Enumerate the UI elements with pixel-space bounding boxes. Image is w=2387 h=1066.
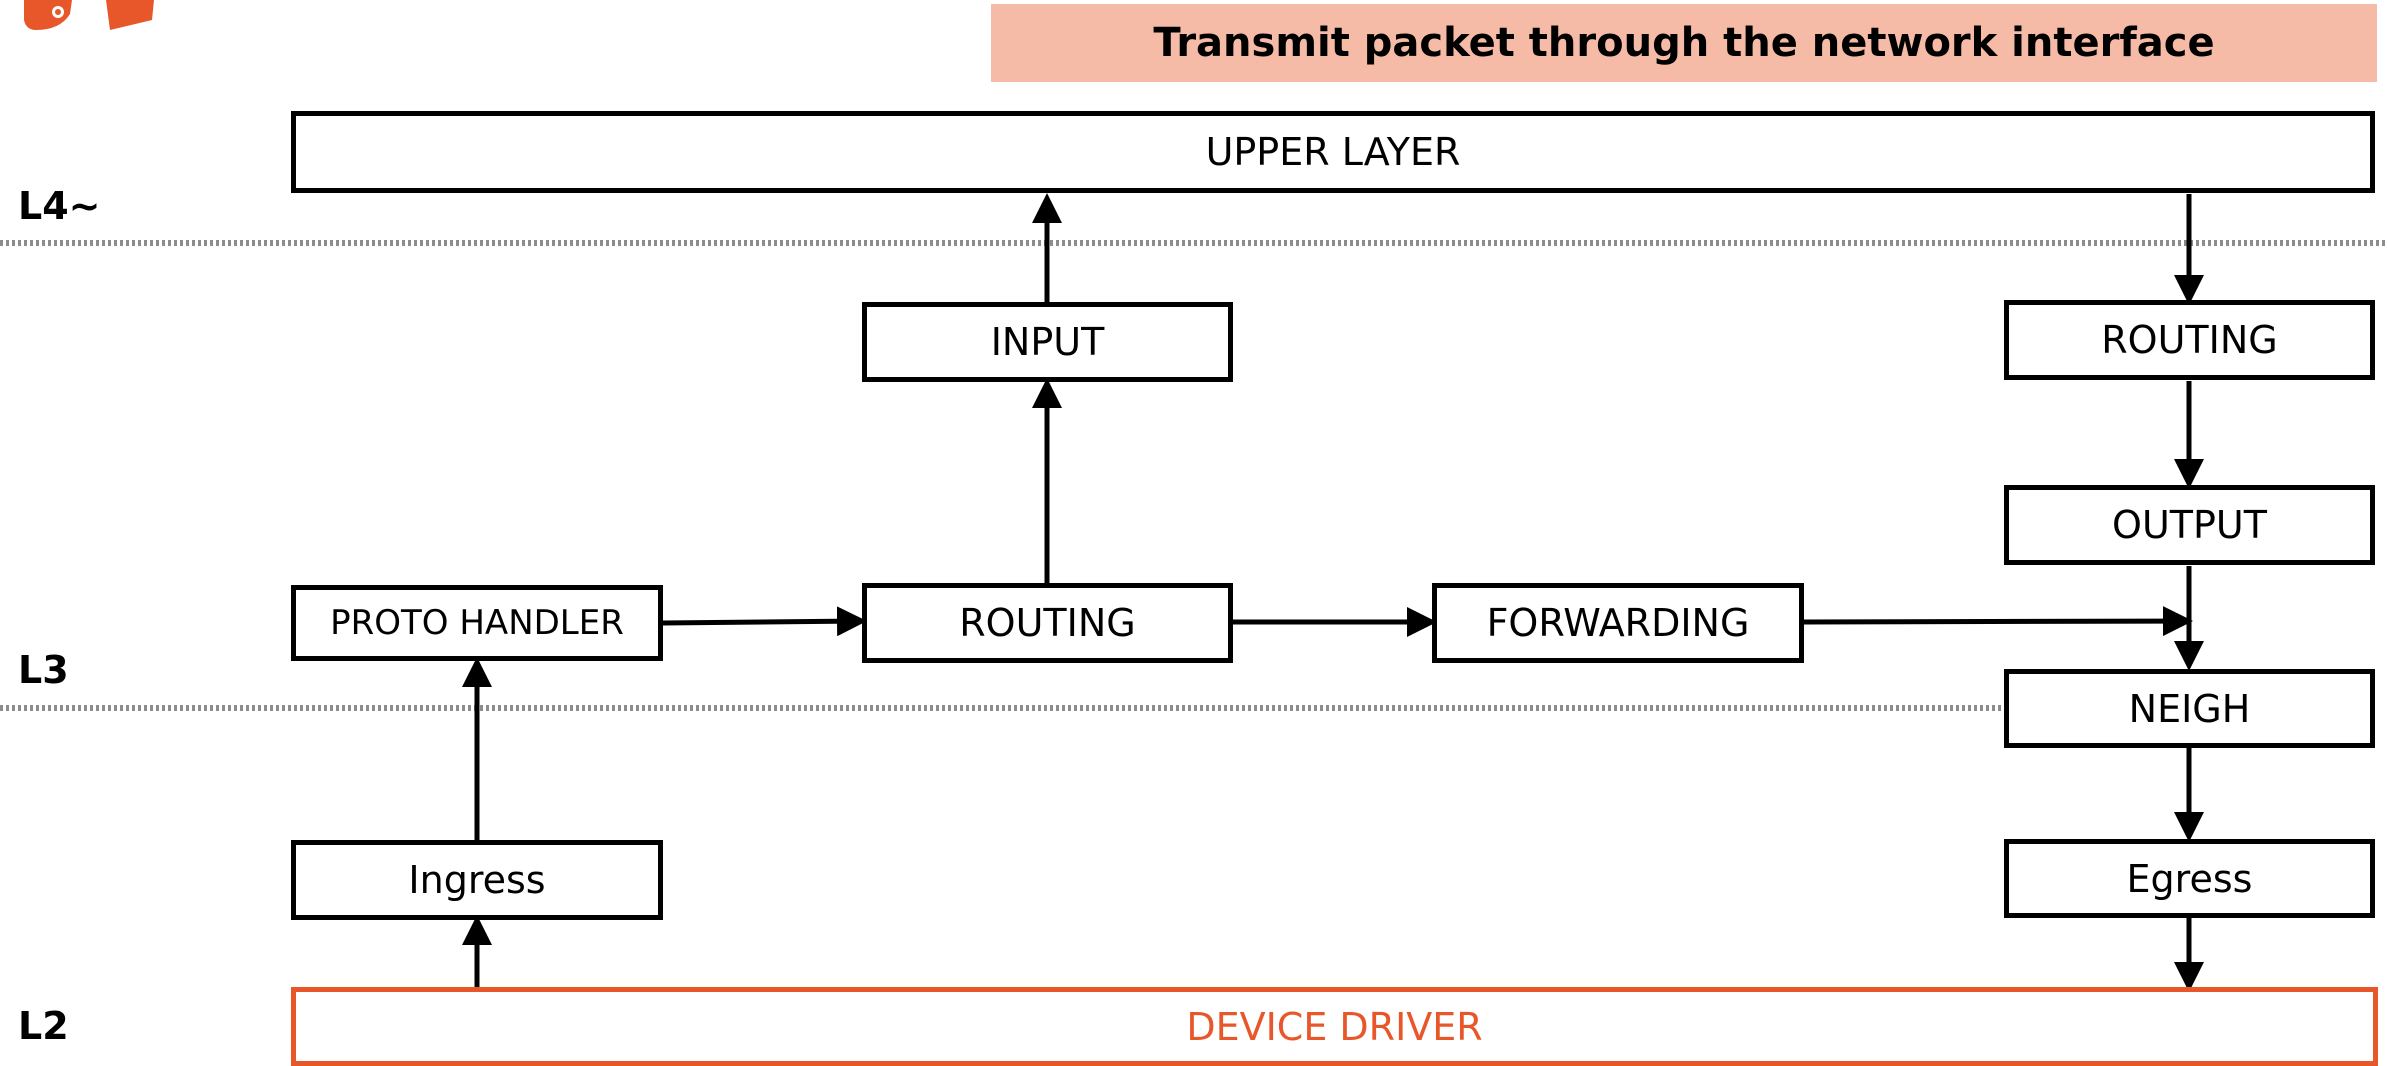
output-box: OUTPUT: [2004, 485, 2375, 565]
forwarding-box: FORWARDING: [1432, 583, 1804, 663]
page-title: Transmit packet through the network inte…: [991, 4, 2377, 82]
device-driver-box: DEVICE DRIVER: [291, 987, 2378, 1066]
upper-layer-box: UPPER LAYER: [291, 111, 2375, 193]
egress-box: Egress: [2004, 839, 2375, 918]
arrow-forwarding-to-neigh: [1803, 606, 2193, 637]
routing-rx-box: ROUTING: [862, 583, 1233, 663]
proto-handler-box: PROTO HANDLER: [291, 585, 663, 661]
layer-label-l2: L2: [18, 1004, 69, 1048]
neigh-box: NEIGH: [2004, 669, 2375, 748]
arrow-proto-to-routing: [662, 606, 867, 637]
ingress-box: Ingress: [291, 840, 663, 920]
logo-icon: [24, 0, 154, 30]
routing-tx-box: ROUTING: [2004, 300, 2375, 380]
layer-label-l4: L4~: [18, 184, 101, 228]
layer-label-l3: L3: [18, 648, 69, 692]
input-box: INPUT: [862, 302, 1233, 382]
